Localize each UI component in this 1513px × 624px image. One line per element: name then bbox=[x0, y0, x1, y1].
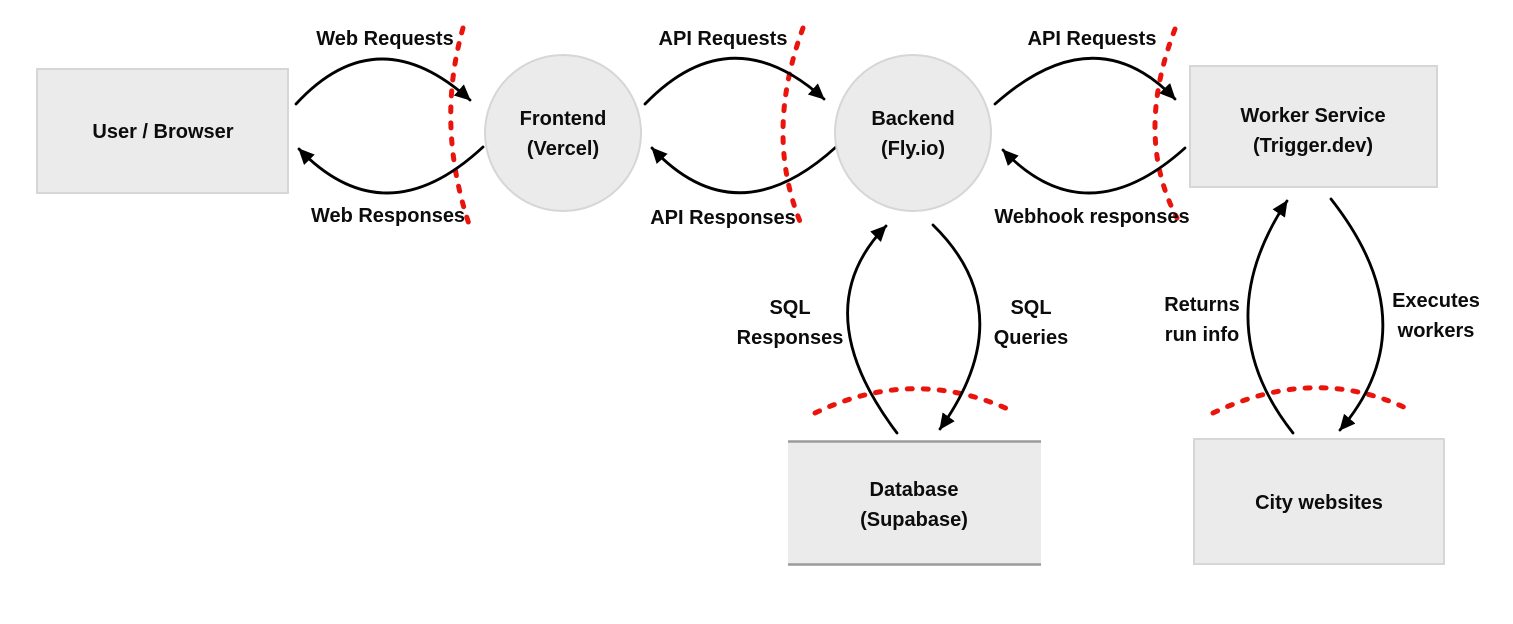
edge-label-sql-responses-line1: SQL bbox=[769, 297, 810, 319]
web-responses-arrow bbox=[297, 145, 485, 195]
api-responses-arrow bbox=[650, 145, 838, 195]
executes-workers-arrow bbox=[1329, 197, 1385, 432]
edge-api-responses: API Responses bbox=[650, 145, 838, 229]
trust-boundary-database bbox=[812, 386, 1013, 416]
edge-label-sql-responses-line2: Responses bbox=[737, 327, 844, 349]
edge-label-returns-run-info-line2: run info bbox=[1165, 324, 1239, 346]
edge-label-executes-workers-line2: workers bbox=[1397, 320, 1475, 342]
sql-responses-arrow bbox=[846, 224, 899, 435]
api-requests-frontend-arrow bbox=[643, 56, 826, 106]
sql-queries-arrow bbox=[931, 223, 982, 431]
edge-label-api-requests-frontend: API Requests bbox=[659, 28, 788, 50]
trust-boundary-frontend-backend bbox=[780, 25, 806, 227]
database-box bbox=[788, 442, 1041, 564]
edge-web-responses: Web Responses bbox=[297, 145, 485, 227]
city-websites-box bbox=[1193, 438, 1445, 565]
trust-boundary-backend-worker bbox=[1152, 26, 1180, 221]
worker-service-sublabel: (Trigger.dev) bbox=[1253, 135, 1373, 157]
node-city-websites: City websites bbox=[1193, 438, 1445, 565]
worker-service-box bbox=[1189, 65, 1438, 188]
worker-service-label: Worker Service bbox=[1240, 105, 1385, 127]
frontend-label: Frontend bbox=[520, 108, 607, 130]
edge-returns-run-info: Returns run info bbox=[1164, 199, 1295, 435]
webhook-responses-arrow bbox=[1001, 146, 1187, 195]
backend-label: Backend bbox=[871, 108, 954, 130]
edge-label-web-responses: Web Responses bbox=[311, 205, 465, 227]
edge-label-webhook-responses: Webhook responses bbox=[994, 206, 1189, 228]
user-browser-label: User / Browser bbox=[92, 121, 233, 143]
edge-api-requests-frontend: API Requests bbox=[643, 28, 826, 106]
user-browser-box bbox=[36, 68, 289, 194]
backend-sublabel: (Fly.io) bbox=[881, 138, 945, 160]
edge-executes-workers: Executes workers bbox=[1329, 197, 1480, 432]
node-backend: Backend (Fly.io) bbox=[834, 54, 992, 212]
node-worker-service: Worker Service (Trigger.dev) bbox=[1189, 65, 1438, 188]
edge-webhook-responses: Webhook responses bbox=[994, 146, 1190, 228]
api-requests-worker-arrow bbox=[993, 56, 1177, 106]
edge-sql-responses: SQL Responses bbox=[737, 224, 899, 435]
frontend-sublabel: (Vercel) bbox=[527, 138, 599, 160]
database-label: Database bbox=[870, 479, 959, 501]
edge-label-executes-workers-line1: Executes bbox=[1392, 290, 1480, 312]
returns-run-info-arrow bbox=[1246, 199, 1295, 435]
backend-circle bbox=[834, 54, 992, 212]
frontend-circle bbox=[484, 54, 642, 212]
edge-web-requests: Web Requests bbox=[294, 28, 472, 106]
database-sublabel: (Supabase) bbox=[860, 509, 968, 531]
edge-label-returns-run-info-line1: Returns bbox=[1164, 294, 1240, 316]
edge-label-sql-queries-line1: SQL bbox=[1010, 297, 1051, 319]
trust-boundary-city-websites bbox=[1210, 385, 1413, 416]
node-user-browser: User / Browser bbox=[36, 68, 289, 194]
edge-label-api-responses: API Responses bbox=[650, 207, 796, 229]
trust-boundary-user-frontend bbox=[448, 25, 474, 233]
web-requests-arrow bbox=[294, 57, 472, 106]
edge-label-sql-queries-line2: Queries bbox=[994, 327, 1068, 349]
edge-sql-queries: SQL Queries bbox=[931, 223, 1068, 431]
node-frontend: Frontend (Vercel) bbox=[484, 54, 642, 212]
edge-label-api-requests-worker: API Requests bbox=[1028, 28, 1157, 50]
edge-label-web-requests: Web Requests bbox=[316, 28, 453, 50]
edge-api-requests-worker: API Requests bbox=[993, 28, 1177, 106]
city-websites-label: City websites bbox=[1255, 492, 1383, 514]
node-database: Database (Supabase) bbox=[788, 440, 1041, 566]
